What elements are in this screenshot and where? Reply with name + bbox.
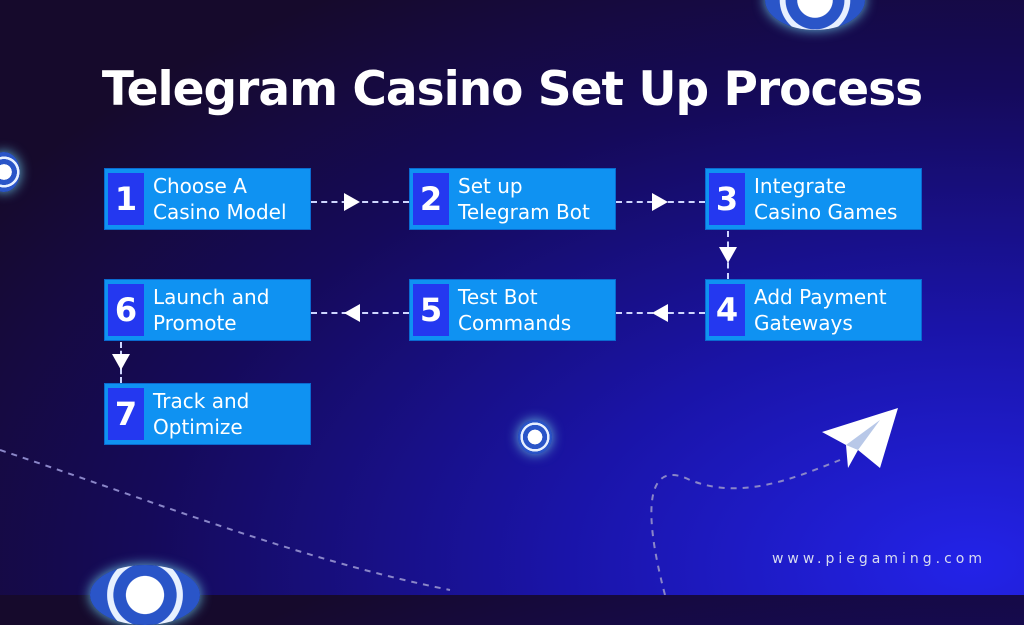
- step-label: Choose A Casino Model: [153, 174, 287, 224]
- step-label: Test Bot Commands: [458, 285, 572, 335]
- arrow-right-icon: [652, 193, 668, 211]
- arrow-left-icon: [344, 304, 360, 322]
- casino-chip-icon: [0, 152, 20, 192]
- arrow-left-icon: [652, 304, 668, 322]
- step-label: Launch and Promote: [153, 285, 270, 335]
- arrow-down-icon: [112, 354, 130, 370]
- step-label: Add Payment Gateways: [754, 285, 887, 335]
- casino-chip-icon: [90, 565, 200, 625]
- website-url: www.piegaming.com: [771, 551, 986, 567]
- step-number: 1: [108, 173, 144, 225]
- step-number: 3: [709, 173, 745, 225]
- decorative-dashed-path: [0, 420, 880, 595]
- step-number: 7: [108, 388, 144, 440]
- casino-chip-icon: [518, 420, 552, 454]
- step-label: Set up Telegram Bot: [458, 174, 590, 224]
- step-number: 4: [709, 284, 745, 336]
- page-title: Telegram Casino Set Up Process: [101, 62, 923, 117]
- step-number: 6: [108, 284, 144, 336]
- step-label: Integrate Casino Games: [754, 174, 898, 224]
- step-number: 2: [413, 173, 449, 225]
- step-label: Track and Optimize: [153, 389, 250, 439]
- arrow-down-icon: [719, 247, 737, 263]
- step-number: 5: [413, 284, 449, 336]
- arrow-right-icon: [344, 193, 360, 211]
